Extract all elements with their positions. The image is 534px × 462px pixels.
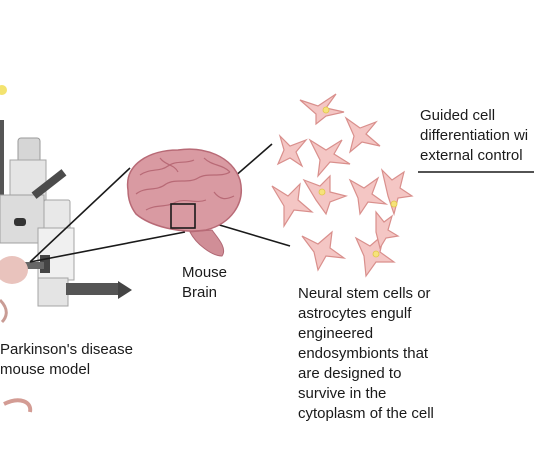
mouse-brain-icon xyxy=(126,148,242,257)
stereotaxic-frame-icon xyxy=(0,85,132,413)
neural-stem-cells-label: Neural stem cells or astrocytes engulf e… xyxy=(298,285,434,422)
mouse-brain-label: Mouse Brain xyxy=(182,264,228,301)
guided-differentiation-label: Guided cell differentiation wi external … xyxy=(420,107,529,164)
endosymbiont-icon xyxy=(318,106,398,258)
parkinsons-model-label: Parkinson's disease mouse model xyxy=(0,341,133,378)
astrocyte-cell-icon xyxy=(271,93,414,278)
